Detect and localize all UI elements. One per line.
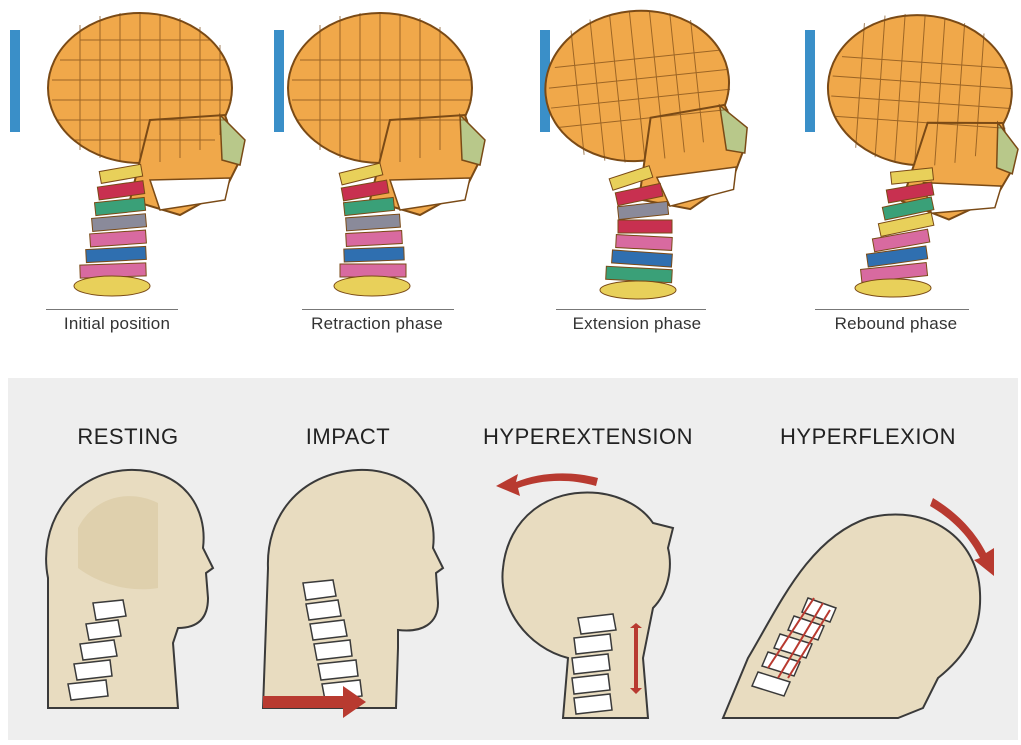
cervical-vertebrae	[74, 164, 150, 296]
hyperflexion-head-illustration	[718, 378, 1018, 740]
fem-cell-rebound: Rebound phase	[795, 0, 1021, 350]
phase-caption-retraction: Retraction phase	[292, 314, 462, 334]
phase-caption-initial: Initial position	[32, 314, 202, 334]
fem-skull-model-rebound	[795, 0, 1021, 310]
caption-rule	[46, 309, 178, 310]
head-restraint-bar	[805, 30, 815, 132]
fem-skull-model-extension	[530, 0, 785, 310]
impact-head-illustration	[248, 378, 468, 740]
resting-head-illustration	[8, 378, 248, 740]
head-restraint-bar	[10, 30, 20, 132]
head-restraint-bar	[274, 30, 284, 132]
phase-caption-extension: Extension phase	[552, 314, 722, 334]
caption-rule	[302, 309, 454, 310]
phase-caption-rebound: Rebound phase	[811, 314, 981, 334]
fem-cell-extension: Extension phase	[530, 0, 785, 350]
caption-rule	[556, 309, 706, 310]
hyperextension-head-illustration	[468, 378, 718, 740]
fem-cell-initial: Initial position	[0, 0, 255, 350]
stage-hyperflexion: HYPERFLEXION	[718, 378, 1018, 740]
cervical-vertebrae	[855, 168, 934, 297]
stage-hyperextension: HYPEREXTENSION	[468, 378, 718, 740]
caption-rule	[815, 309, 969, 310]
whiplash-illustration-panel: RESTING IMPACT HYPEREXTENSION	[8, 378, 1018, 740]
stage-resting: RESTING	[8, 378, 248, 740]
stage-impact: IMPACT	[248, 378, 468, 740]
fem-simulation-panel: Initial position	[0, 0, 1021, 370]
fem-skull-model-initial	[0, 0, 255, 310]
fem-cell-retraction: Retraction phase	[262, 0, 517, 350]
fem-skull-model-retraction	[262, 0, 517, 310]
